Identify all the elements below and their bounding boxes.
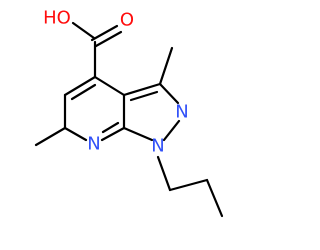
molecule-structure: HO O N N N	[34, 8, 224, 218]
bond-c4-c5	[63, 75, 97, 97]
bond-n7-c7a-inner	[101, 121, 120, 134]
bond-c3-n2	[158, 82, 180, 105]
bond-c3a-c3	[122, 82, 162, 97]
pyrazole-n2-label: N	[175, 102, 188, 123]
bond-n2-n1	[162, 119, 181, 142]
bond-n1-ch2	[156, 155, 172, 192]
bond-n7-c7a	[100, 126, 126, 142]
bond-c3-methyl	[158, 46, 174, 86]
pyridine-nitrogen-label: N	[87, 134, 100, 155]
bond-c6-methyl	[34, 126, 67, 147]
bond-c3a-c3-inner	[129, 90, 159, 102]
carbonyl-oxygen-label: O	[120, 10, 134, 31]
pyridine-ring	[34, 75, 126, 147]
pyrazole-n1-label: N	[151, 136, 164, 157]
bond-c6-n7	[63, 126, 88, 142]
bond-ch2-ch2	[168, 178, 209, 192]
propyl-chain	[156, 155, 224, 218]
bond-n1-c7a	[122, 126, 154, 142]
bond-c-o-double-b	[94, 30, 123, 48]
pyrazole-ring	[122, 46, 181, 142]
carboxyl-group	[71, 21, 123, 79]
bond-c4-c3a	[93, 75, 126, 97]
hydroxyl-label: HO	[43, 8, 71, 29]
bond-c-oh	[71, 21, 96, 40]
bond-ch2-ch3	[205, 178, 224, 218]
bond-c-o-double-a	[90, 24, 119, 42]
bond-c4-c5-inner	[70, 83, 97, 101]
